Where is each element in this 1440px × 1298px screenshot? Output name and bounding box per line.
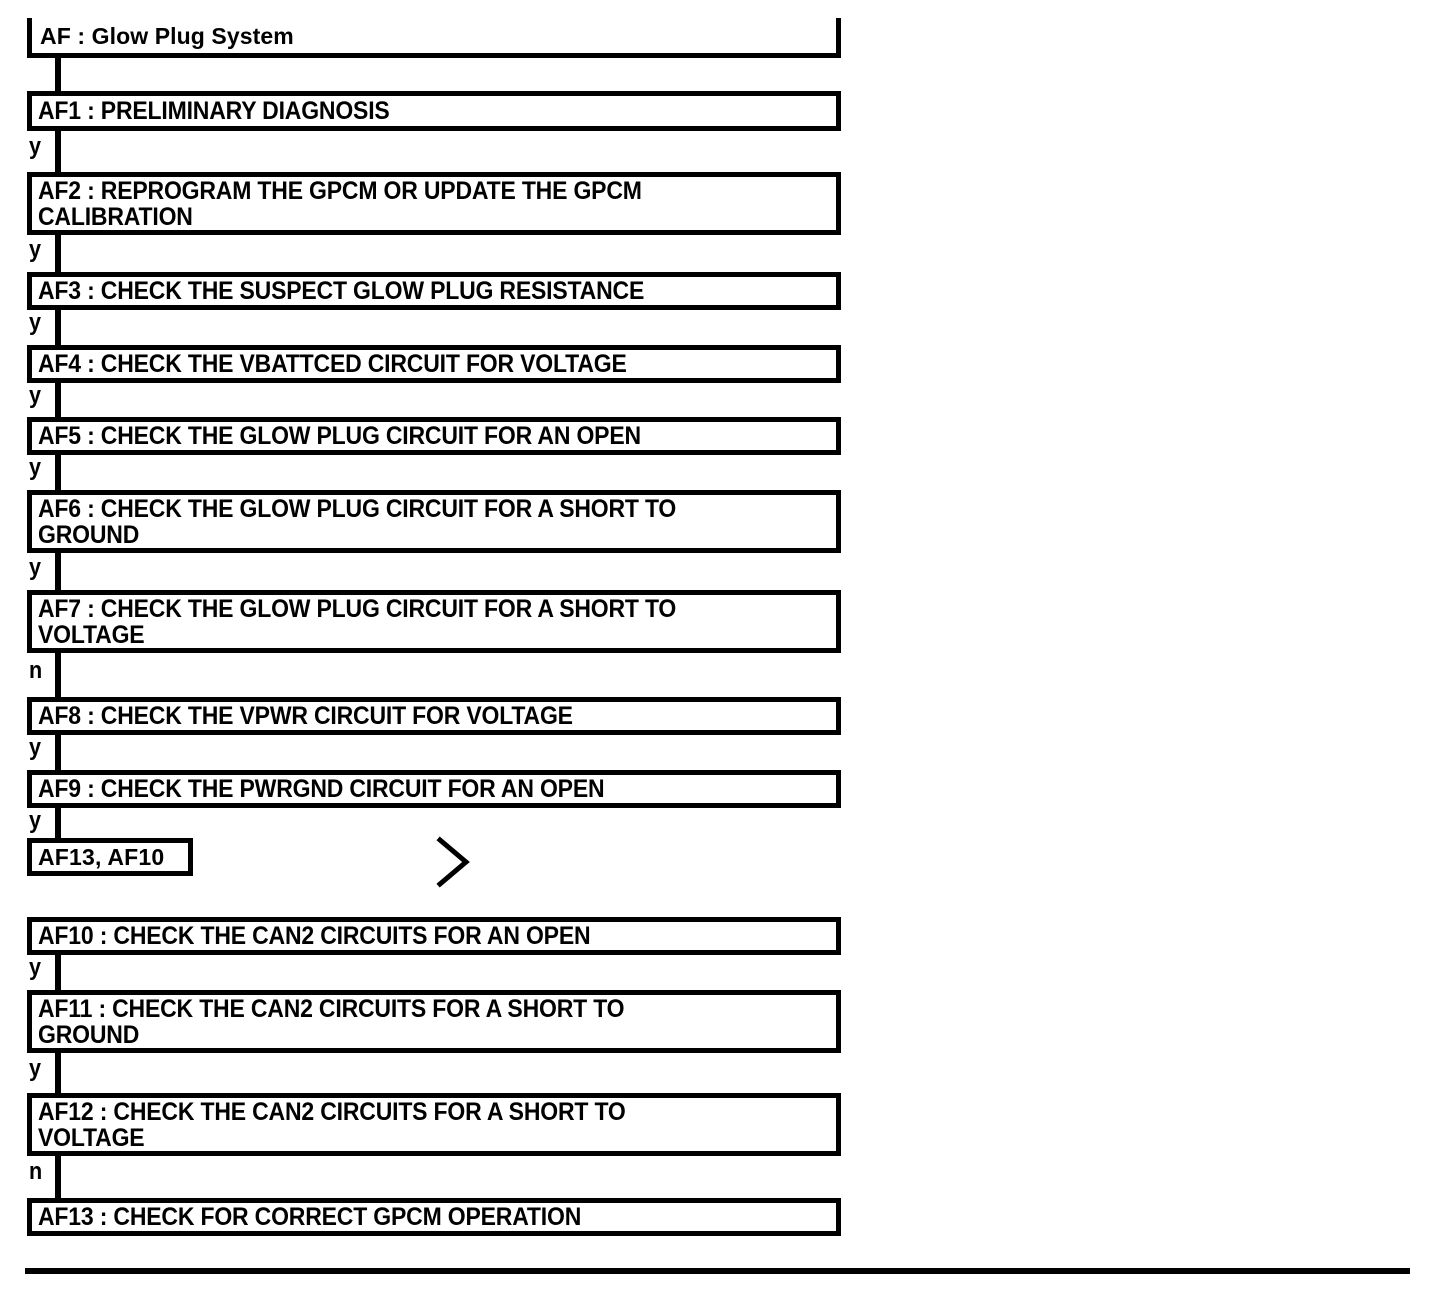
flow-node-af7[interactable]: AF7 : CHECK THE GLOW PLUG CIRCUIT FOR A … (27, 590, 841, 653)
flow-node-label: AF12 : CHECK THE CAN2 CIRCUITS FOR A SHO… (38, 1097, 626, 1152)
flow-node-label: AF13, AF10 (38, 844, 165, 870)
flow-node-af12[interactable]: AF12 : CHECK THE CAN2 CIRCUITS FOR A SHO… (27, 1093, 841, 1156)
edge-label-af12-af13: n (29, 1158, 43, 1185)
flow-node-label: AF3 : CHECK THE SUSPECT GLOW PLUG RESIST… (38, 277, 645, 305)
flow-node-af8[interactable]: AF8 : CHECK THE VPWR CIRCUIT FOR VOLTAGE (27, 697, 841, 735)
edge-label-af1-af2: y (29, 133, 42, 160)
flow-node-ref-af13-af10[interactable]: AF13, AF10 (27, 838, 193, 876)
flow-node-label: AF13 : CHECK FOR CORRECT GPCM OPERATION (38, 1203, 582, 1231)
edge-label-af2-af3: y (29, 236, 42, 263)
connector-af1-to-af2 (55, 131, 61, 172)
flow-node-label: AF6 : CHECK THE GLOW PLUG CIRCUIT FOR A … (38, 494, 677, 549)
flow-node-label: AF11 : CHECK THE CAN2 CIRCUITS FOR A SHO… (38, 994, 625, 1049)
connector-af6-to-af7 (55, 553, 61, 590)
connector-af4-to-af5 (55, 383, 61, 417)
flow-node-label: AF2 : REPROGRAM THE GPCM OR UPDATE THE G… (38, 176, 642, 231)
flow-node-af5[interactable]: AF5 : CHECK THE GLOW PLUG CIRCUIT FOR AN… (27, 417, 841, 455)
flow-node-label: AF7 : CHECK THE GLOW PLUG CIRCUIT FOR A … (38, 594, 677, 649)
edge-label-af10-af11: y (29, 954, 42, 981)
flow-node-af3[interactable]: AF3 : CHECK THE SUSPECT GLOW PLUG RESIST… (27, 272, 841, 310)
connector-af8-to-af9 (55, 735, 61, 770)
flow-node-label: AF : Glow Plug System (40, 22, 294, 49)
edge-label-af11-af12: y (29, 1055, 42, 1082)
connector-af9-to-ref (55, 808, 61, 838)
edge-label-af4-af5: y (29, 382, 42, 409)
flow-node-label: AF9 : CHECK THE PWRGND CIRCUIT FOR AN OP… (38, 775, 605, 803)
flow-node-label: AF10 : CHECK THE CAN2 CIRCUITS FOR AN OP… (38, 922, 591, 950)
flow-node-label: AF5 : CHECK THE GLOW PLUG CIRCUIT FOR AN… (38, 422, 641, 450)
flow-node-label: AF4 : CHECK THE VBATTCED CIRCUIT FOR VOL… (38, 350, 627, 378)
connector-af2-to-af3 (55, 235, 61, 272)
edge-label-af5-af6: y (29, 454, 42, 481)
connector-af12-to-af13 (55, 1156, 61, 1198)
edge-label-af7-af8: n (29, 657, 43, 684)
off-page-connector-chevron-icon (436, 836, 476, 888)
connector-af10-to-af11 (55, 955, 61, 990)
flow-node-af10[interactable]: AF10 : CHECK THE CAN2 CIRCUITS FOR AN OP… (27, 917, 841, 955)
connector-af3-to-af4 (55, 310, 61, 345)
edge-label-af9-ref: y (29, 807, 42, 834)
edge-label-af8-af9: y (29, 734, 42, 761)
flow-node-af[interactable]: AF : Glow Plug System (27, 18, 841, 58)
connector-af5-to-af6 (55, 455, 61, 490)
footer-divider (25, 1268, 1410, 1274)
flow-node-af6[interactable]: AF6 : CHECK THE GLOW PLUG CIRCUIT FOR A … (27, 490, 841, 553)
connector-af7-to-af8 (55, 653, 61, 697)
flow-node-label: AF1 : PRELIMINARY DIAGNOSIS (38, 97, 390, 125)
flow-node-af2[interactable]: AF2 : REPROGRAM THE GPCM OR UPDATE THE G… (27, 172, 841, 235)
edge-label-af6-af7: y (29, 554, 42, 581)
connector-af11-to-af12 (55, 1053, 61, 1093)
flow-node-af1[interactable]: AF1 : PRELIMINARY DIAGNOSIS (27, 91, 841, 131)
flow-node-label: AF8 : CHECK THE VPWR CIRCUIT FOR VOLTAGE (38, 702, 573, 730)
edge-label-af3-af4: y (29, 309, 42, 336)
flow-node-af13[interactable]: AF13 : CHECK FOR CORRECT GPCM OPERATION (27, 1198, 841, 1236)
flow-node-af11[interactable]: AF11 : CHECK THE CAN2 CIRCUITS FOR A SHO… (27, 990, 841, 1053)
flow-node-af4[interactable]: AF4 : CHECK THE VBATTCED CIRCUIT FOR VOL… (27, 345, 841, 383)
connector-af-to-af1 (55, 58, 61, 91)
flow-node-af9[interactable]: AF9 : CHECK THE PWRGND CIRCUIT FOR AN OP… (27, 770, 841, 808)
